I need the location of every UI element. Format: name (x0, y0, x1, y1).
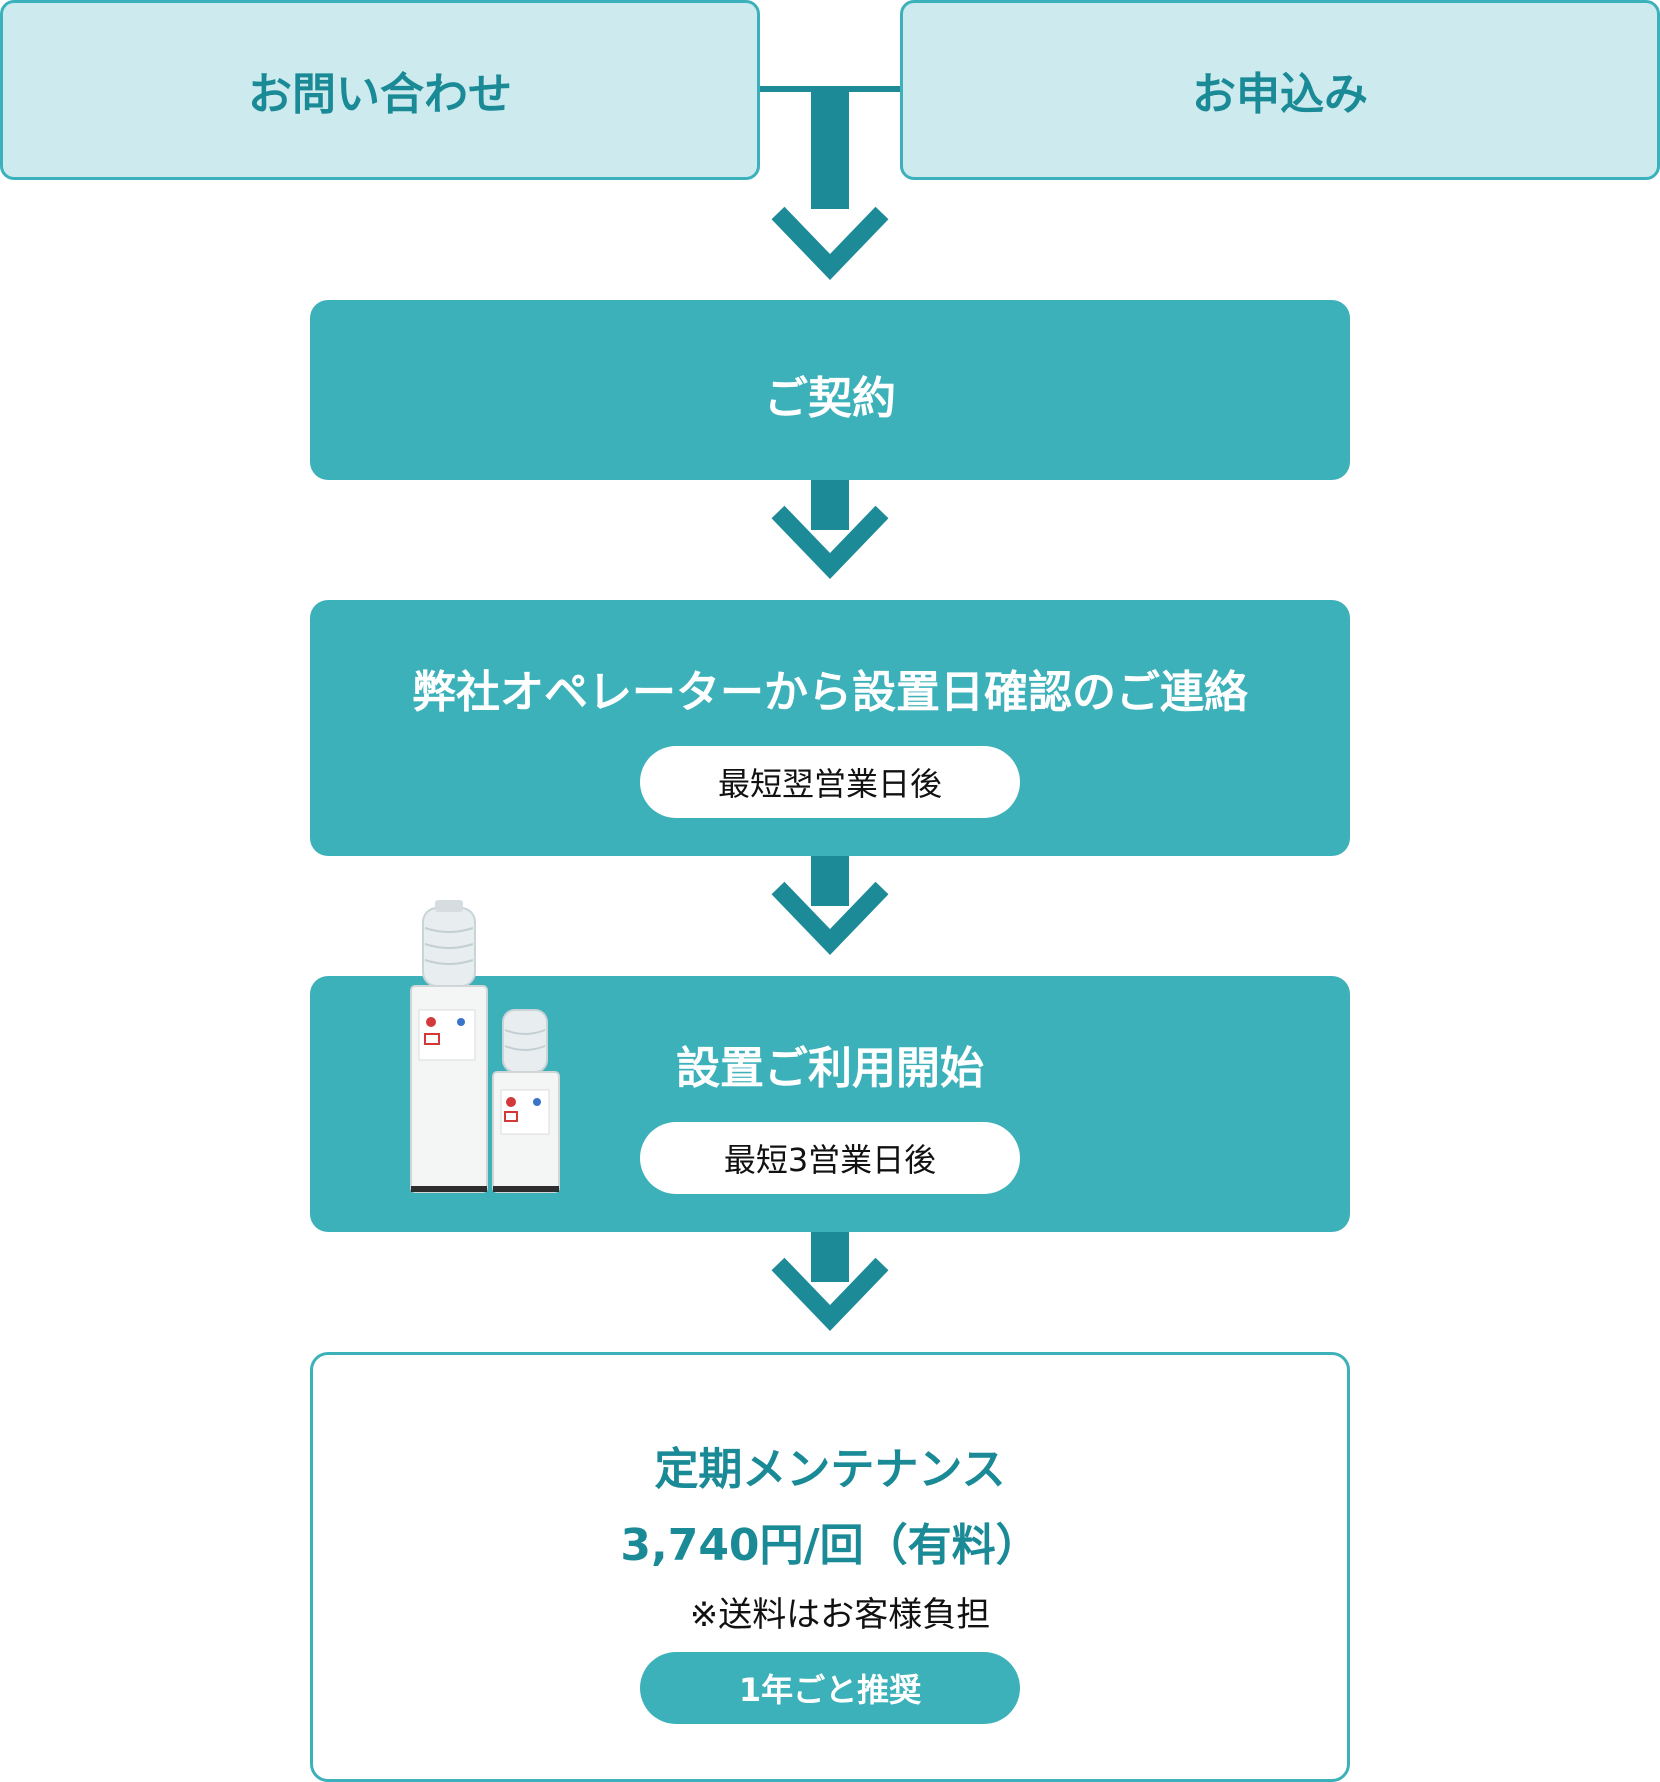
inquiry-box: お問い合わせ (0, 0, 760, 180)
step-operator-contact-title: 弊社オペレーターから設置日確認のご連絡 (412, 667, 1248, 718)
maintenance-badge: 1年ごと推奨 (640, 1652, 1020, 1724)
merge-arrow-icon (760, 86, 900, 280)
step-contract-title: ご契約 (764, 373, 896, 424)
step-operator-contact: 弊社オペレーターから設置日確認のご連絡 最短翌営業日後 (310, 600, 1350, 856)
maintenance-price: 3,740円/回（有料） (620, 1520, 1040, 1571)
down-arrow-icon (771, 856, 889, 955)
application-label: お申込み (1192, 69, 1368, 120)
maintenance-box: 定期メンテナンス 3,740円/回（有料） ※送料はお客様負担 1年ごと推奨 (310, 1352, 1350, 1782)
down-arrow-icon (771, 1232, 889, 1331)
small-dispenser (492, 1009, 560, 1193)
maintenance-shipping-note: ※送料はお客様負担 (689, 1595, 991, 1635)
down-arrow-icon (771, 480, 889, 579)
step-contract: ご契約 (310, 300, 1350, 480)
step-installation-title: 設置ご利用開始 (676, 1043, 984, 1094)
water-dispenser-icon (410, 900, 560, 1193)
maintenance-title: 定期メンテナンス (654, 1444, 1006, 1495)
step-operator-contact-badge: 最短翌営業日後 (640, 746, 1020, 818)
tall-dispenser (410, 900, 488, 1193)
step-installation-badge: 最短3営業日後 (640, 1122, 1020, 1194)
inquiry-label: お問い合わせ (248, 69, 512, 120)
application-box: お申込み (900, 0, 1660, 180)
